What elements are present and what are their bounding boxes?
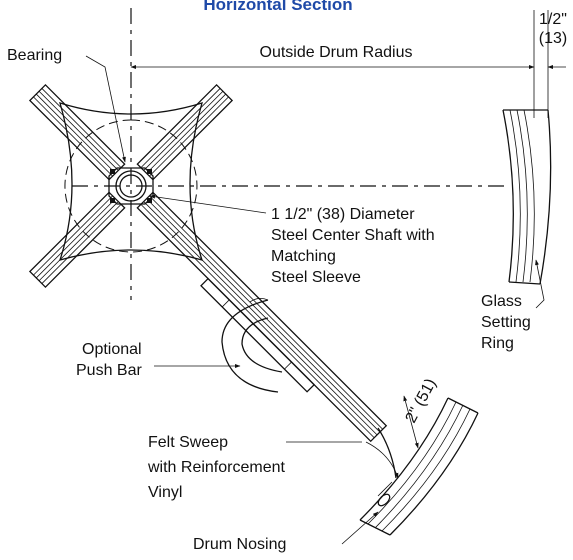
nosing-dim-label: 2" (51) (403, 376, 440, 426)
drum-nosing-leader (341, 511, 379, 545)
shaft-label-line-1: 1 1/2" (38) Diameter (271, 206, 415, 223)
drum-nosing (359, 397, 479, 536)
push-bar: Optional Push Bar (76, 298, 283, 393)
felt-label-line-2: with Reinforcement (147, 459, 286, 476)
half-inch-label: 1/2" (539, 11, 567, 28)
glass-label-line-2: Setting (481, 314, 531, 331)
felt-label-line-1: Felt Sweep (148, 434, 228, 451)
shaft-label-line-2: Steel Center Shaft with (271, 227, 435, 244)
felt-sweep: Felt Sweep with Reinforcement Vinyl (147, 427, 399, 501)
push-bar-label-line-1: Optional (82, 341, 142, 358)
felt-label-line-3: Vinyl (148, 484, 182, 501)
wing-lower-left (28, 191, 126, 289)
wing-upper-left (28, 83, 126, 181)
glass-label-line-3: Ring (481, 335, 514, 352)
drum-nosing-label: Drum Nosing (193, 536, 286, 553)
hub-dashed-ring (64, 119, 198, 253)
push-bar-label-line-2: Push Bar (76, 362, 142, 379)
glass-setting-ring: Glass Setting Ring (481, 109, 552, 352)
shaft-callout: 1 1/2" (38) Diameter Steel Center Shaft … (149, 194, 435, 286)
nosing-dimension: 2" (51) (403, 376, 440, 449)
wing-upper-right (136, 83, 234, 181)
shaft-label-line-4: Steel Sleeve (271, 269, 361, 286)
diagram-title: Horizontal Section (203, 0, 352, 14)
outside-drum-radius-label: Outside Drum Radius (260, 44, 413, 61)
bearing-label: Bearing (7, 47, 62, 64)
thirteen-mm-label: (13) (539, 30, 567, 47)
shaft-label-line-3: Matching (271, 248, 336, 265)
center-shaft (108, 167, 154, 205)
bearing-leader (85, 55, 126, 163)
outside-drum-radius-dimension: Outside Drum Radius 1/2" (13) (130, 10, 567, 118)
glass-label-line-1: Glass (481, 293, 522, 310)
